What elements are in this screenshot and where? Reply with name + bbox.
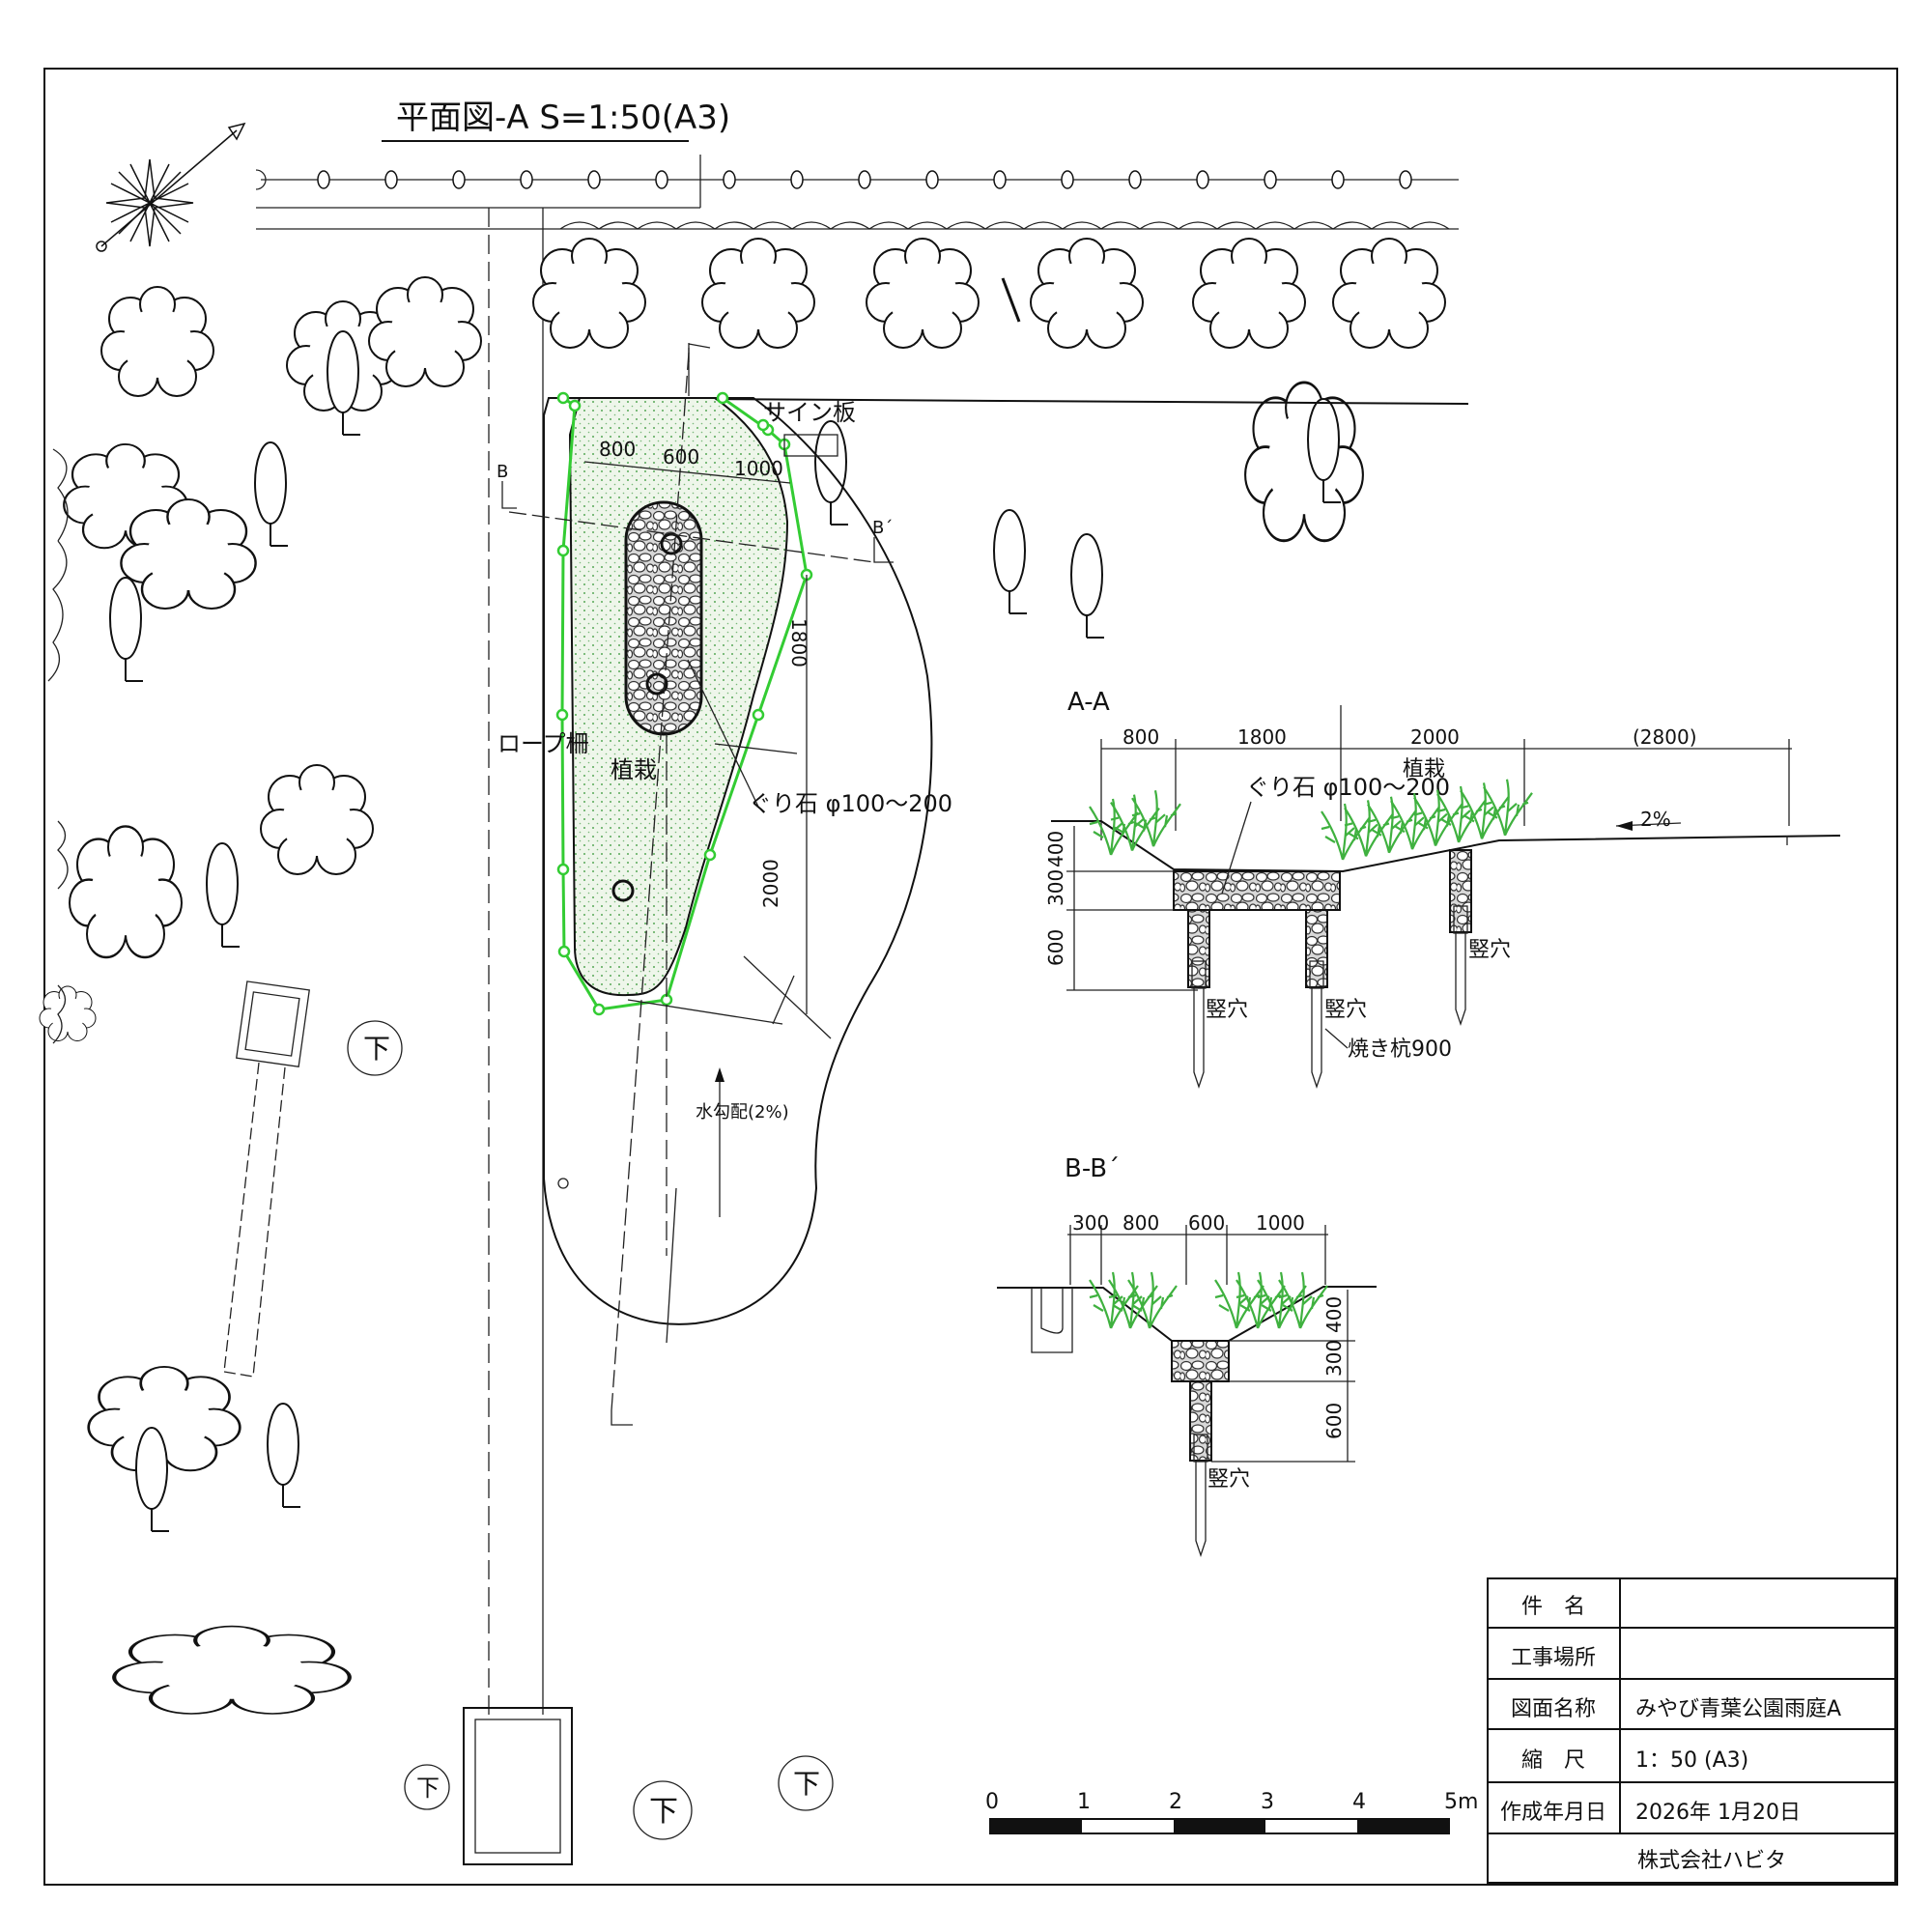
bb-dim-1000: 1000 xyxy=(1256,1211,1305,1235)
title-block-value: みやび青葉公園雨庭A xyxy=(1635,1697,1841,1721)
north-arrow-icon xyxy=(96,122,246,252)
water-slope-label: 水勾配(2%) xyxy=(696,1102,789,1122)
title-block-label: 件 名 xyxy=(1521,1595,1585,1619)
bb-dim-800: 800 xyxy=(1122,1211,1159,1235)
scale-tick-label: 3 xyxy=(1261,1790,1274,1814)
vegetation xyxy=(39,238,1446,1714)
aa-dim-800: 800 xyxy=(1122,725,1159,749)
svg-text:下: 下 xyxy=(649,1795,678,1829)
drawing-border xyxy=(43,68,1898,1886)
section-aa: A-A 800 1800 2000 (2800) 植栽 400 300 xyxy=(1044,688,1841,1090)
bb-dim-300: 300 xyxy=(1072,1211,1109,1235)
section-bb-title: B-B´ xyxy=(1065,1154,1120,1183)
aa-pit1-label: 竪穴 xyxy=(1206,998,1248,1022)
rope-fence-label: ロープ柵 xyxy=(497,730,589,757)
svg-text:下: 下 xyxy=(793,1768,820,1800)
aa-dim-v300: 300 xyxy=(1044,869,1067,906)
plan-title: 平面図-A S=1:50(A3) xyxy=(382,99,730,142)
scale-tick-label: 2 xyxy=(1169,1790,1182,1814)
section-b2-marker: B´ xyxy=(872,518,893,538)
title-block-value: 2026年 1月20日 xyxy=(1635,1801,1801,1825)
aa-dim-2000: 2000 xyxy=(1410,725,1460,749)
bb-dim-v600: 600 xyxy=(1322,1403,1346,1439)
plan-dim-800: 800 xyxy=(599,438,636,461)
title-block-label: 工事場所 xyxy=(1511,1646,1596,1670)
left-hedge xyxy=(47,448,69,1044)
left-structure xyxy=(223,980,573,1865)
svg-text:下: 下 xyxy=(416,1775,440,1802)
scale-tick-label: 0 xyxy=(985,1790,999,1814)
scale-tick-label: 1 xyxy=(1077,1790,1091,1814)
planting-label: 植栽 xyxy=(611,756,657,783)
aa-dim-v400: 400 xyxy=(1044,831,1067,867)
bb-dim-600: 600 xyxy=(1188,1211,1225,1235)
bb-dim-v300: 300 xyxy=(1322,1340,1346,1377)
aa-pit2-label: 竪穴 xyxy=(1324,998,1367,1022)
aa-pit3-label: 竪穴 xyxy=(1468,938,1511,962)
aa-dim-v600: 600 xyxy=(1044,929,1067,966)
plan-dim-600: 600 xyxy=(663,445,699,469)
bb-dim-v400: 400 xyxy=(1322,1296,1346,1333)
scale-tick-label: 4 xyxy=(1352,1790,1366,1814)
title-block-label: 作成年月日 xyxy=(1500,1801,1606,1825)
plan-dim-1800: 1800 xyxy=(787,618,810,668)
svg-text:下: 下 xyxy=(363,1033,390,1065)
section-aa-title: A-A xyxy=(1067,688,1110,717)
aa-dim-2800: (2800) xyxy=(1633,725,1697,749)
plan-dim-1000: 1000 xyxy=(734,457,783,480)
aa-slope-label: 2% xyxy=(1640,808,1671,831)
title-block-value: 1：50 (A3) xyxy=(1635,1748,1748,1773)
scale-bar: 0 1 2 3 4 5m xyxy=(985,1790,1478,1834)
scale-tick-label: 5m xyxy=(1444,1790,1478,1814)
plan-title-text: 平面図-A S=1:50(A3) xyxy=(396,99,730,137)
title-block-label: 図面名称 xyxy=(1511,1697,1596,1721)
aa-pile-label: 焼き杭900 xyxy=(1348,1037,1452,1062)
plan-dim-2000: 2000 xyxy=(759,859,782,908)
title-block-label: 縮 尺 xyxy=(1521,1748,1585,1773)
aa-gravel-label: ぐり石 φ100～200 xyxy=(1246,774,1450,801)
section-b-marker: B xyxy=(497,462,508,482)
sign-board-label: サイン板 xyxy=(763,399,856,426)
company-name: 株式会社ハビタ xyxy=(1637,1849,1786,1873)
rain-garden-plan: サイン板 ロープ柵 植栽 ぐり石 φ100～200 水勾配(2%) B B´ 8… xyxy=(497,343,1469,1426)
aa-dim-1800: 1800 xyxy=(1237,725,1287,749)
top-rope-fence xyxy=(255,169,1459,230)
gravel-label: ぐり石 φ100～200 xyxy=(749,790,952,817)
section-bb: B-B´ 300 800 600 1000 400 300 600 竪穴 xyxy=(997,1154,1377,1558)
bb-pit-label: 竪穴 xyxy=(1208,1467,1250,1492)
aa-planting-label: 植栽 xyxy=(1403,757,1445,781)
drain-symbols: 下 下 下 下 xyxy=(347,1020,834,1840)
